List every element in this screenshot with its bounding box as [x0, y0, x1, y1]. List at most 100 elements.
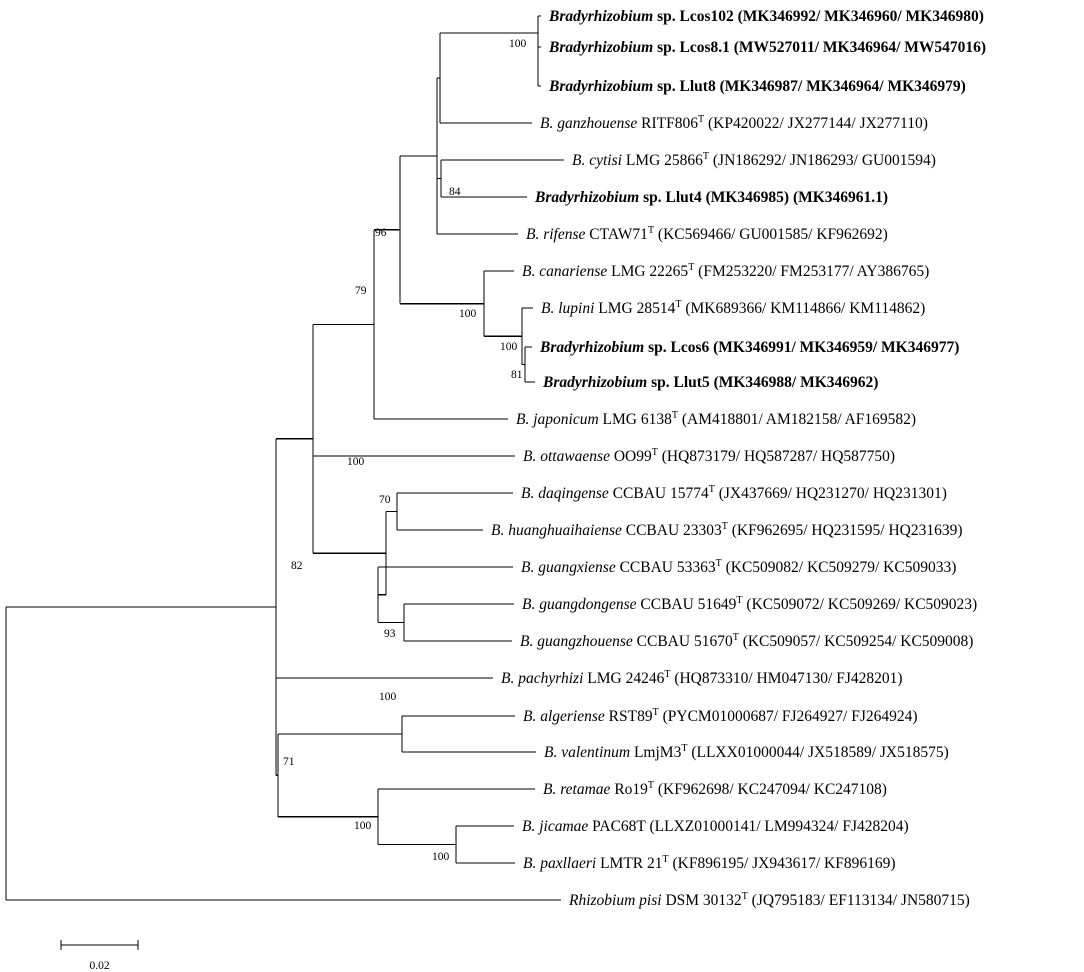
bootstrap-value-n93: 93 — [384, 628, 396, 640]
strain-designation: LMG 22265 — [607, 263, 688, 280]
accession-numbers: (AM418801/ AM182158/ AF169582) — [678, 411, 916, 428]
taxon-name: B. japonicum — [516, 411, 599, 428]
strain-designation: CCBAU 15774 — [609, 485, 709, 502]
accession-numbers: (MK689366/ KM114866/ KM114862) — [681, 300, 925, 317]
strain-designation: LMG 28514 — [594, 300, 675, 317]
bootstrap-value-n81: 81 — [511, 369, 523, 381]
strain-designation: CCBAU 23303 — [622, 522, 722, 539]
taxon-name: B. guangzhouense — [520, 633, 633, 650]
type-strain-mark: T — [742, 891, 748, 902]
taxon-labels: Bradyrhizobium sp. Lcos102 (MK346992/ MK… — [491, 8, 986, 909]
accession-numbers: (JX437669/ HQ231270/ HQ231301) — [715, 485, 947, 502]
type-strain-mark: T — [648, 780, 654, 791]
type-strain-mark: T — [709, 484, 715, 495]
taxon-name: B. algeriense — [523, 708, 605, 725]
taxon-name: B. paxllaeri — [523, 855, 596, 872]
type-strain-mark: T — [688, 262, 694, 273]
accession-numbers: (FM253220/ FM253177/ AY386765) — [694, 263, 929, 280]
taxon-label-lcos81: Bradyrhizobium sp. Lcos8.1 (MW527011/ MK… — [548, 39, 986, 56]
strain-designation: OO99 — [610, 448, 652, 465]
taxon-name: B. ganzhouense — [540, 115, 637, 132]
taxon-name: Bradyrhizobium — [534, 189, 639, 206]
accession-numbers: (KF962695/ HQ231595/ HQ231639) — [728, 522, 963, 539]
taxon-label-japo: B. japonicum LMG 6138T (AM418801/ AM1821… — [516, 410, 916, 428]
taxon-label-guad: B. guangdongense CCBAU 51649T (KC509072/… — [522, 595, 977, 613]
strain-designation: CCBAU 51670 — [633, 633, 733, 650]
accession-numbers: (KC509072/ KC509269/ KC509023) — [743, 596, 978, 613]
taxon-label-llut5: Bradyrhizobium sp. Llut5 (MK346988/ MK34… — [542, 374, 878, 391]
bootstrap-value-n79: 79 — [355, 285, 367, 297]
taxon-label-huan: B. huanghuaihaiense CCBAU 23303T (KF9626… — [491, 521, 963, 539]
taxon-label-ganz: B. ganzhouense RITF806T (KP420022/ JX277… — [540, 114, 928, 132]
type-strain-mark: T — [648, 225, 654, 236]
type-strain-mark: T — [672, 410, 678, 421]
accession-numbers: (HQ873310/ HM047130/ FJ428201) — [670, 670, 902, 687]
strain-designation: LmjM3 — [630, 744, 681, 761]
taxon-name: Bradyrhizobium — [548, 78, 653, 95]
bootstrap-value-n100j: 100 — [432, 851, 450, 863]
taxon-name: B. guangxiense — [521, 559, 616, 576]
taxon-label-lcos102: Bradyrhizobium sp. Lcos102 (MK346992/ MK… — [548, 8, 984, 25]
strain-designation: Ro19 — [610, 781, 648, 798]
taxon-name: B. canariense — [522, 263, 607, 280]
taxon-label-jica: B. jicamae PAC68T (LLXZ01000141/ LM99432… — [522, 818, 909, 835]
accession-numbers: (KC569466/ GU001585/ KF962692) — [654, 226, 888, 243]
strain-designation: DSM 30132 — [662, 892, 742, 909]
type-strain-mark: T — [653, 707, 659, 718]
strain-designation: sp. Llut8 (MK346987/ MK346964/ MK346979) — [653, 78, 966, 95]
accession-numbers: (KC509082/ KC509279/ KC509033) — [722, 559, 957, 576]
strain-designation: sp. Lcos6 (MK346991/ MK346959/ MK346977) — [644, 339, 959, 356]
strain-designation: sp. Llut4 (MK346985) (MK346961.1) — [639, 189, 888, 206]
taxon-label-otta: B. ottawaense OO99T (HQ873179/ HQ587287/… — [523, 447, 895, 465]
strain-designation: RST89 — [605, 708, 653, 725]
strain-designation: LMG 25866 — [622, 152, 703, 169]
strain-designation: sp. Llut5 (MK346988/ MK346962) — [647, 374, 878, 391]
taxon-name: Bradyrhizobium — [542, 374, 647, 391]
scale-bar-label: 0.02 — [89, 960, 109, 972]
type-strain-mark: T — [698, 114, 704, 125]
bootstrap-value-n71: 71 — [283, 756, 295, 768]
bootstrap-value-n84: 84 — [449, 186, 461, 198]
strain-designation: LMG 24246 — [583, 670, 664, 687]
strain-designation: LMTR 21 — [596, 855, 662, 872]
type-strain-mark: T — [703, 151, 709, 162]
tree-branches — [5, 15, 564, 901]
strain-designation: PAC68T (LLXZ01000141/ LM994324/ FJ428204… — [588, 818, 908, 835]
type-strain-mark: T — [681, 743, 687, 754]
taxon-label-vale: B. valentinum LmjM3T (LLXX01000044/ JX51… — [544, 743, 949, 761]
taxon-name: B. valentinum — [544, 744, 630, 761]
taxon-label-guax: B. guangxiense CCBAU 53363T (KC509082/ K… — [521, 558, 956, 576]
type-strain-mark: T — [716, 558, 722, 569]
bootstrap-value-n100a: 100 — [347, 456, 365, 468]
taxon-label-alge: B. algeriense RST89T (PYCM01000687/ FJ26… — [523, 707, 918, 725]
type-strain-mark: T — [733, 632, 739, 643]
taxon-name: Bradyrhizobium — [539, 339, 644, 356]
strain-designation: sp. Lcos102 (MK346992/ MK346960/ MK34698… — [653, 8, 984, 25]
accession-numbers: (JN186292/ JN186293/ GU001594) — [709, 152, 936, 169]
bootstrap-value-n82: 82 — [291, 560, 303, 572]
type-strain-mark: T — [722, 521, 728, 532]
type-strain-mark: T — [664, 669, 670, 680]
scale-bar: 0.02 — [60, 940, 139, 972]
accession-numbers: (KF896195/ JX943617/ KF896169) — [669, 855, 896, 872]
taxon-label-reta: B. retamae Ro19T (KF962698/ KC247094/ KC… — [543, 780, 887, 798]
taxon-label-daqi: B. daqingense CCBAU 15774T (JX437669/ HQ… — [521, 484, 947, 502]
taxon-label-llut4: Bradyrhizobium sp. Llut4 (MK346985) (MK3… — [534, 189, 888, 206]
taxon-name: B. huanghuaihaiense — [491, 522, 622, 539]
accession-numbers: (LLXX01000044/ JX518589/ JX518575) — [687, 744, 948, 761]
strain-designation: sp. Lcos8.1 (MW527011/ MK346964/ MW54701… — [653, 39, 986, 56]
type-strain-mark: T — [663, 854, 669, 865]
taxon-label-pach: B. pachyrhizi LMG 24246T (HQ873310/ HM04… — [501, 669, 903, 687]
accession-numbers: (KP420022/ JX277144/ JX277110) — [704, 115, 928, 132]
taxon-name: B. pachyrhizi — [501, 670, 583, 687]
accession-numbers: (JQ795183/ EF113134/ JN580715) — [748, 892, 970, 909]
taxon-label-guaz: B. guangzhouense CCBAU 51670T (KC509057/… — [520, 632, 973, 650]
taxon-name: B. cytisi — [572, 152, 622, 169]
strain-designation: LMG 6138 — [599, 411, 672, 428]
strain-designation: CCBAU 53363 — [616, 559, 716, 576]
accession-numbers: (KF962698/ KC247094/ KC247108) — [654, 781, 887, 798]
taxon-label-cana: B. canariense LMG 22265T (FM253220/ FM25… — [522, 262, 929, 280]
bootstrap-value-n100al: 100 — [379, 691, 397, 703]
accession-numbers: (PYCM01000687/ FJ264927/ FJ264924) — [659, 708, 918, 725]
